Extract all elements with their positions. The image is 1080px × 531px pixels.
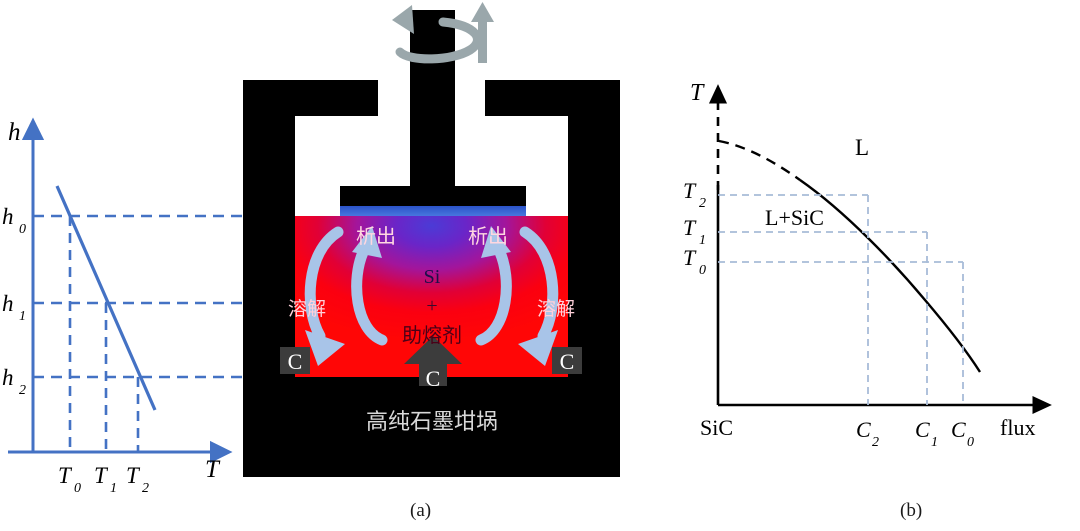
label-precipitate-right-char1: 析出 — [468, 224, 508, 248]
chart-a-y-tick-h2: h 2 — [2, 365, 26, 398]
crucible-lid-left — [243, 80, 378, 116]
chart-a-y-tick-h1-text: h — [2, 291, 14, 316]
chart-b-x-tick-C0: C 0 — [951, 417, 974, 450]
rotation-arrow-icon — [392, 5, 482, 64]
label-graphite-crucible: 高纯石墨坩埚 — [366, 410, 498, 435]
chart-b-x-tick-C2-sub: 2 — [872, 435, 879, 450]
chart-b-x-tick-C1-text: C — [915, 417, 930, 442]
chart-a-x-tick-T0-text: T — [58, 463, 73, 488]
chart-a-x-tick-T0: T 0 — [58, 463, 81, 496]
chart-b-y-tick-T0-text: T — [683, 245, 697, 270]
chart-a-y-tick-h0-text: h — [2, 204, 14, 229]
chart-b-region-two-phase: L+SiC — [765, 205, 824, 230]
chart-b-x-tick-C0-text: C — [951, 417, 966, 442]
carbon-pad-right — [552, 347, 582, 374]
chart-a-data-line — [55, 185, 157, 411]
carbon-pad-left — [280, 347, 310, 374]
label-carbon-right: C — [560, 349, 575, 374]
chart-a-y-tick-h1: h 1 — [2, 291, 26, 324]
chart-a-y-tick-h0-sub: 0 — [19, 222, 26, 237]
caption-b: (b) — [900, 500, 923, 521]
chart-a-x-tick-T1-text: T — [94, 463, 109, 488]
chart-b-y-tick-T2-text: T — [683, 178, 697, 203]
carbon-feed-arrow — [404, 336, 462, 386]
convection-loop-left — [304, 226, 388, 366]
chart-a-x-tick-T2-sub: 2 — [142, 481, 149, 496]
seed-crystal — [340, 206, 526, 217]
chart-a-y-axis-label: h — [8, 119, 21, 146]
chart-a-x-tick-T1-sub: 1 — [110, 481, 117, 496]
chart-a-x-axis-label: T — [205, 456, 221, 483]
chart-b-y-tick-T0: T 0 — [683, 245, 706, 278]
label-carbon-left: C — [288, 349, 303, 374]
chart-b-x-tick-C1: C 1 — [915, 417, 938, 450]
chart-b-y-tick-T1: T 1 — [683, 215, 706, 248]
label-si: Si — [424, 266, 441, 288]
chart-b-y-tick-T0-sub: 0 — [699, 263, 706, 278]
chart-b-y-tick-T1-sub: 1 — [699, 233, 706, 248]
label-plus: + — [426, 295, 437, 317]
chart-b-y-tick-T2-sub: 2 — [699, 196, 706, 211]
chart-b-region-liquid: L — [855, 135, 869, 160]
panel-b-chart: T flux SiC L L+SiC T 2 T 1 T 0 C 2 C 1 C — [683, 80, 1052, 450]
chart-a-y-tick-h2-text: h — [2, 365, 14, 390]
chart-b-x-tick-C2-text: C — [856, 417, 871, 442]
chart-b-x-axis-label: flux — [1000, 415, 1035, 440]
chart-a-x-tick-T0-sub: 0 — [74, 481, 81, 496]
panel-a-chart: h T h 0 h 1 h 2 T 0 T 1 T 2 — [2, 117, 300, 496]
chart-a-y-tick-h2-sub: 2 — [19, 383, 26, 398]
chart-a-y-tick-h0: h 0 — [2, 204, 26, 237]
chart-a-x-tick-T1: T 1 — [94, 463, 117, 496]
caption-a: (a) — [410, 500, 432, 521]
chart-b-y-tick-T1-text: T — [683, 215, 697, 240]
chart-a-y-tick-h1-sub: 1 — [19, 309, 26, 324]
seed-holder-plate — [340, 186, 526, 207]
chart-b-liquidus-dashed — [718, 139, 801, 181]
chart-a-x-tick-T2-text: T — [126, 463, 141, 488]
convection-loop-right — [475, 226, 559, 366]
chart-b-y-axis-label: T — [690, 80, 705, 106]
chart-b-origin-label: SiC — [700, 415, 733, 440]
label-carbon-bottom: C — [426, 366, 441, 391]
chart-b-y-tick-T2: T 2 — [683, 178, 706, 211]
label-flux: 助熔剂 — [402, 323, 462, 347]
label-precipitate-left-char1: 析出 — [356, 224, 396, 248]
pull-up-arrow-icon — [471, 2, 494, 63]
chart-b-x-tick-C2: C 2 — [856, 417, 879, 450]
label-dissolve-right: 溶解 — [537, 298, 575, 320]
label-dissolve-left: 溶解 — [288, 298, 326, 320]
seed-pull-rod — [410, 10, 455, 190]
chart-b-x-tick-C0-sub: 0 — [967, 435, 974, 450]
chart-b-x-tick-C1-sub: 1 — [931, 435, 938, 450]
chart-b-liquidus-solid — [799, 179, 982, 373]
crucible-diagram: 析出 析出 溶解 溶解 Si + 助熔剂 C C C 高纯石墨坩埚 — [243, 2, 620, 477]
crucible-lid-right — [485, 80, 620, 116]
chart-a-x-tick-T2: T 2 — [126, 463, 149, 496]
